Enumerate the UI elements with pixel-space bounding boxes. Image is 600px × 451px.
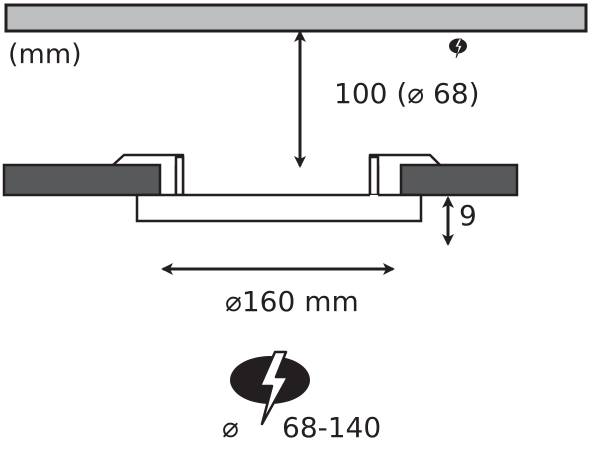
ceiling-board-right [399, 163, 519, 197]
luminaire-body [135, 193, 423, 223]
height-label: 9 [459, 199, 477, 232]
cutout-diameter-symbol: ⌀ [222, 411, 239, 444]
ceiling-board-left [2, 163, 162, 197]
lightning-bolt-icon [449, 38, 467, 59]
lightning-bolt-icon-large [230, 350, 310, 426]
width-label: ⌀160 mm [225, 285, 359, 318]
cutout-label: 68-140 [282, 411, 381, 444]
unit-label: (mm) [8, 39, 82, 70]
depth-label: 100 (⌀ 68) [334, 77, 480, 110]
ceiling-slab [4, 3, 588, 33]
